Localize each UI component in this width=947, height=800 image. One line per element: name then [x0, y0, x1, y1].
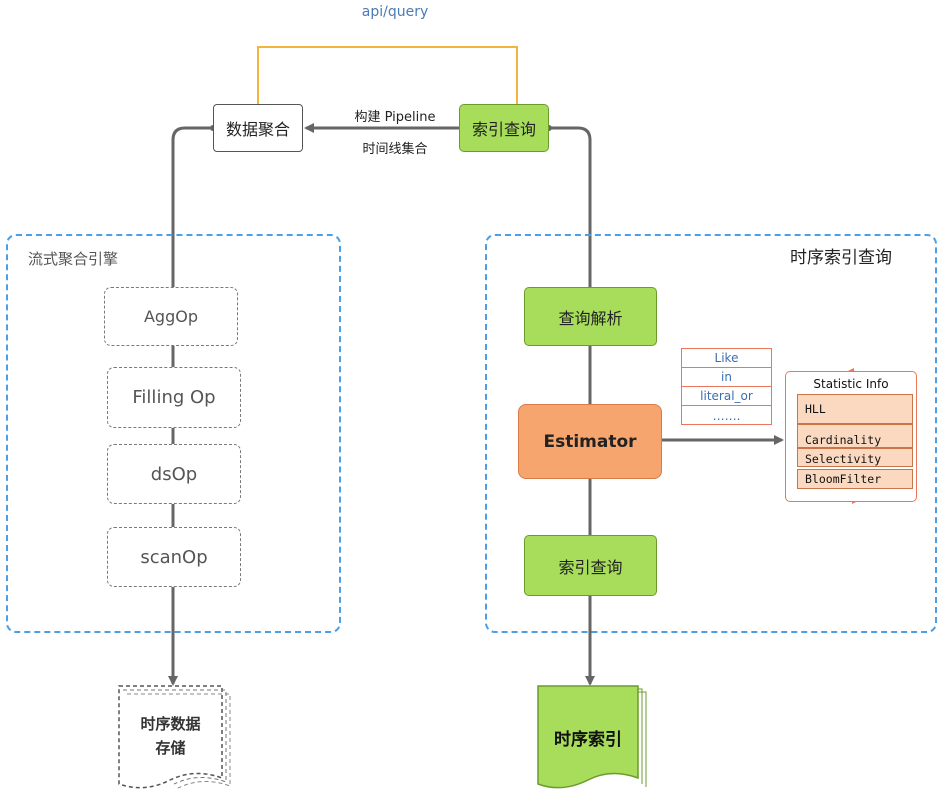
operator-literal-or: literal_or: [681, 387, 772, 406]
query-parse-node[interactable]: 查询解析: [524, 287, 657, 346]
agg-op-node[interactable]: AggOp: [104, 287, 238, 346]
scan-op-node[interactable]: scanOp: [107, 527, 241, 587]
stat-selectivity: Selectivity: [797, 448, 913, 467]
filling-op-node[interactable]: Filling Op: [107, 367, 241, 428]
ts-index-query-region: [485, 234, 937, 633]
index-query-node[interactable]: 索引查询: [524, 535, 657, 596]
operator-more: …….: [712, 408, 741, 423]
timeline-set-label: 时间线集合: [362, 142, 428, 157]
estimator-node[interactable]: Estimator: [518, 404, 662, 479]
streaming-agg-engine-region: [6, 234, 341, 633]
timeseries-storage-label: 时序数据 存储: [119, 712, 222, 760]
index-query-top-node[interactable]: 索引查询: [459, 104, 549, 152]
stat-cardinality: Cardinality: [797, 424, 913, 448]
statistic-info-title: Statistic Info: [813, 377, 889, 391]
data-aggregate-node[interactable]: 数据聚合: [213, 104, 303, 152]
ds-op-node[interactable]: dsOp: [107, 444, 241, 504]
storage-line-1: 时序数据: [140, 715, 201, 733]
ts-index-query-title: 时序索引查询: [790, 248, 892, 268]
api-query-label: api/query: [361, 4, 429, 20]
stat-bloomfilter: BloomFilter: [797, 469, 913, 489]
stat-hll: HLL: [797, 394, 913, 424]
operator-in: in: [681, 368, 772, 387]
ts-index-output-label: 时序索引: [554, 730, 622, 750]
storage-line-2: 存储: [155, 739, 186, 757]
build-pipeline-label: 构建 Pipeline: [354, 110, 436, 125]
streaming-agg-engine-title: 流式聚合引擎: [28, 250, 119, 268]
storage-doc-shape: [118, 685, 223, 789]
index-doc-shape: [537, 685, 639, 789]
operator-like: Like: [681, 349, 772, 368]
